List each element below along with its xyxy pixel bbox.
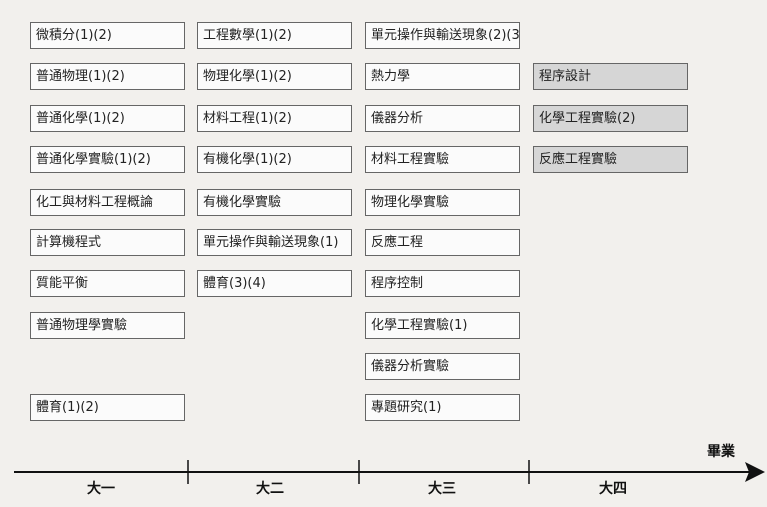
course-box: 普通化學(1)(2) (30, 105, 185, 132)
year-2-column: 工程數學(1)(2) 物理化學(1)(2) 材料工程(1)(2) 有機化學(1)… (197, 0, 352, 440)
course-box: 化學工程實驗(2) (533, 105, 688, 132)
year-4-column: 程序設計 化學工程實驗(2) 反應工程實驗 (533, 0, 688, 440)
course-box: 普通物理(1)(2) (30, 63, 185, 90)
course-box: 儀器分析 (365, 105, 520, 132)
course-box: 化學工程實驗(1) (365, 312, 520, 339)
course-box: 物理化學實驗 (365, 189, 520, 216)
course-box: 計算機程式 (30, 229, 185, 256)
course-box: 工程數學(1)(2) (197, 22, 352, 49)
course-box: 質能平衡 (30, 270, 185, 297)
year-3-column: 單元操作與輸送現象(2)(3) 熱力學 儀器分析 材料工程實驗 物理化學實驗 反… (365, 0, 520, 440)
course-box: 材料工程實驗 (365, 146, 520, 173)
year-label-1: 大一 (87, 481, 115, 497)
course-box: 體育(3)(4) (197, 270, 352, 297)
course-box: 反應工程 (365, 229, 520, 256)
year-label-4: 大四 (599, 481, 627, 497)
year-label-3: 大三 (428, 481, 456, 497)
course-box: 單元操作與輸送現象(1) (197, 229, 352, 256)
timeline (14, 460, 765, 484)
course-box: 普通物理學實驗 (30, 312, 185, 339)
course-box: 材料工程(1)(2) (197, 105, 352, 132)
course-box: 專題研究(1) (365, 394, 520, 421)
course-box: 單元操作與輸送現象(2)(3) (365, 22, 520, 49)
course-box: 物理化學(1)(2) (197, 63, 352, 90)
course-box: 普通化學實驗(1)(2) (30, 146, 185, 173)
timeline-arrowhead (745, 462, 765, 482)
year-1-column: 微積分(1)(2) 普通物理(1)(2) 普通化學(1)(2) 普通化學實驗(1… (30, 0, 185, 440)
course-box: 有機化學實驗 (197, 189, 352, 216)
course-box: 化工與材料工程概論 (30, 189, 185, 216)
year-label-2: 大二 (256, 481, 284, 497)
course-box: 體育(1)(2) (30, 394, 185, 421)
course-box: 儀器分析實驗 (365, 353, 520, 380)
course-box: 程序設計 (533, 63, 688, 90)
course-box: 有機化學(1)(2) (197, 146, 352, 173)
course-box: 反應工程實驗 (533, 146, 688, 173)
course-box: 程序控制 (365, 270, 520, 297)
graduation-label: 畢業 (707, 444, 735, 460)
course-box: 微積分(1)(2) (30, 22, 185, 49)
course-box: 熱力學 (365, 63, 520, 90)
